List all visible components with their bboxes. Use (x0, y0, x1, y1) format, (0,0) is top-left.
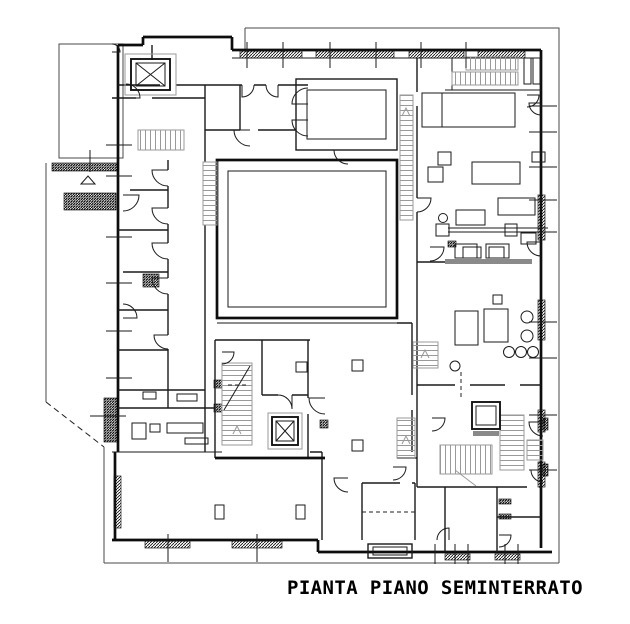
staircase-northwest (137, 129, 185, 151)
heavy-gray-wall (445, 259, 532, 264)
staircase-northeast-lower (451, 71, 519, 86)
light-shaft (471, 401, 501, 430)
column (295, 504, 306, 520)
window-hatching (113, 50, 546, 561)
door-swings (111, 43, 544, 548)
elevator-shaft-northwest (124, 53, 177, 96)
staircase-courtyard-west (202, 161, 218, 226)
central-courtyard (215, 158, 399, 324)
staircase-courtyard-east (399, 94, 414, 221)
annex-outbuilding (58, 43, 124, 159)
column (351, 439, 364, 452)
property-boundary (45, 27, 560, 564)
interior-walls (112, 45, 541, 552)
wall-tick-marks (89, 42, 557, 564)
staircase-northeast-upper (465, 56, 519, 71)
staircase-center-main (221, 362, 253, 446)
retaining-wall-hatch (51, 162, 119, 172)
round-fixtures (449, 310, 539, 372)
column (214, 504, 225, 520)
vent-grille (367, 543, 413, 559)
column (351, 359, 364, 372)
plan-title: PIANTA PIANO SEMINTERRATO (287, 577, 583, 599)
dashed-boundary-diagonal (45, 401, 105, 448)
furniture (131, 92, 548, 559)
dashed-lines (228, 372, 462, 513)
ramp-hatch (63, 192, 117, 211)
elevator-shaft-center (267, 412, 303, 450)
staircase-mid-east (412, 341, 439, 369)
solid-hatch-blocks (51, 162, 549, 520)
staircases (137, 56, 544, 487)
staircase-southeast-horizontal (439, 444, 493, 475)
north-arrow-marker (79, 175, 97, 185)
staircase-southeast-vertical (499, 414, 525, 471)
staircase-south-corridor (396, 417, 416, 459)
west-wall-hatch (103, 397, 119, 443)
